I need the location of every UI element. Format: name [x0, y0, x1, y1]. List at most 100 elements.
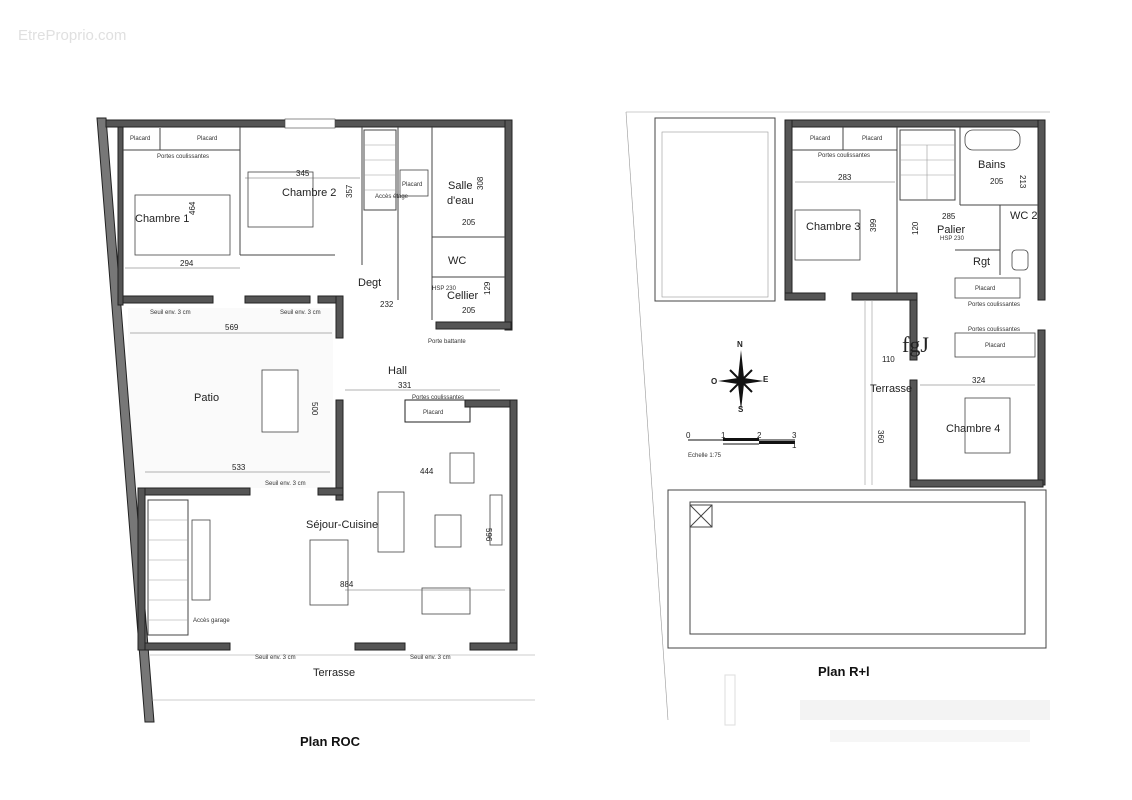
scale-tick: 3 — [792, 431, 797, 440]
note-placard: Placard — [130, 136, 150, 142]
scale-tick: 1 — [721, 431, 726, 440]
plan-title-roc: Plan ROC — [300, 734, 361, 749]
wall — [137, 487, 251, 496]
note-portes-coulissantes: Portes coulissantes — [968, 327, 1020, 333]
plan-r1: Chambre 3 Chambre 4 Bains WC 2 Palier Rg… — [625, 111, 1050, 742]
scale-bar: 0 1 2 3 1 Echelle 1:75 — [686, 431, 797, 459]
wall — [909, 379, 918, 486]
bed — [794, 209, 861, 261]
furniture-roc — [134, 171, 503, 615]
toilet — [1011, 249, 1029, 271]
room-label-hall: Hall — [388, 365, 407, 377]
dimension: 110 — [882, 355, 895, 364]
window — [284, 118, 336, 129]
roof-void — [654, 117, 776, 302]
room-label-salle-eau: Salle — [448, 180, 472, 192]
scale-label: Echelle 1:75 — [688, 453, 722, 459]
dimension: 232 — [380, 300, 394, 309]
room-label-salle-eau-2: d'eau — [447, 195, 474, 207]
patio-paving — [128, 308, 333, 488]
placard-r1-2 — [954, 332, 1036, 358]
compass-rose-icon: N S E O — [711, 340, 769, 414]
wall-right-lower — [509, 399, 518, 651]
dimension: 533 — [232, 463, 246, 472]
wall — [137, 487, 146, 651]
note-portes-coulissantes: Portes coulissantes — [968, 302, 1020, 308]
bed — [964, 397, 1011, 454]
plan-title-r1: Plan R+l — [818, 664, 870, 679]
dimension: 129 — [483, 281, 492, 295]
note-seuil: Seuil env. 3 cm — [410, 655, 451, 661]
dimension: 360 — [876, 430, 885, 444]
staircase-roc — [363, 129, 429, 211]
plan-roc: Chambre 1 Chambre 2 Salle d'eau WC Celli… — [96, 117, 535, 749]
dimension: 205 — [990, 177, 1004, 186]
dimension: 285 — [942, 212, 956, 221]
wall-left-inner — [117, 126, 124, 306]
dimension: 308 — [476, 176, 485, 190]
note-placard: Placard — [810, 136, 830, 142]
wall — [784, 292, 826, 301]
dimension: 331 — [398, 381, 412, 390]
wall — [244, 295, 311, 304]
compass-east: E — [763, 375, 769, 384]
scale-tick: 0 — [686, 431, 691, 440]
placard-r1 — [954, 277, 1021, 299]
room-label-patio: Patio — [194, 392, 219, 404]
note-seuil: Seuil env. 3 cm — [265, 481, 306, 487]
note-placard: Placard — [862, 136, 882, 142]
wall — [317, 487, 344, 496]
dimension: 444 — [420, 467, 434, 476]
room-label-cellier: Cellier — [447, 290, 479, 302]
note-seuil: Seuil env. 3 cm — [255, 655, 296, 661]
note-hsp: HSP 230 — [432, 286, 457, 292]
scale-tick: 2 — [757, 431, 762, 440]
skylight — [689, 504, 713, 528]
room-label-bains: Bains — [978, 159, 1006, 171]
logo-fgj: fgJ — [902, 332, 929, 357]
placard-sejour — [404, 399, 471, 423]
staircase-garage — [147, 499, 211, 636]
note-portes-coulissantes: Portes coulissantes — [818, 153, 870, 159]
wall — [354, 642, 406, 651]
dimension: 569 — [225, 323, 239, 332]
wall — [1037, 329, 1046, 486]
note-acces-etage: Accès étage — [375, 194, 409, 200]
bathtub — [964, 129, 1021, 151]
note-portes-coulissantes: Portes coulissantes — [157, 154, 209, 160]
dimension: 464 — [188, 201, 197, 215]
wall — [784, 119, 793, 301]
dimension: 120 — [911, 221, 920, 235]
room-label-terrasse-r1: Terrasse — [870, 383, 912, 395]
wall — [909, 299, 918, 361]
room-label-sejour-cuisine: Séjour-Cuisine — [306, 519, 378, 531]
wall — [122, 295, 214, 304]
staircase-r1 — [899, 129, 956, 201]
wall — [144, 642, 231, 651]
wall — [909, 479, 1044, 488]
wall — [335, 295, 344, 339]
note-placard: Placard — [423, 410, 443, 416]
legend-faded-text — [800, 700, 1050, 720]
compass-west: O — [711, 377, 717, 386]
room-label-palier: Palier — [937, 224, 965, 236]
dimension: 213 — [1018, 175, 1027, 189]
watermark: EtreProprio.com — [18, 27, 126, 44]
dimension: 596 — [484, 528, 493, 542]
dimension: 884 — [340, 580, 354, 589]
terrace-lower — [667, 489, 1047, 649]
note-acces-garage: Accès garage — [193, 618, 230, 624]
compass-south: S — [738, 405, 744, 414]
wall — [1037, 119, 1046, 301]
room-label-chambre-4: Chambre 4 — [946, 423, 1000, 435]
room-label-terrasse: Terrasse — [313, 667, 355, 679]
note-seuil: Seuil env. 3 cm — [150, 310, 191, 316]
dimension: 345 — [296, 169, 310, 178]
legend-faded-text — [830, 730, 1030, 742]
note-placard: Placard — [197, 136, 217, 142]
room-label-wc-2: WC 2 — [1010, 210, 1038, 222]
dimension: 205 — [462, 306, 476, 315]
note-hsp: HSP 230 — [940, 236, 965, 242]
room-label-chambre-3: Chambre 3 — [806, 221, 860, 233]
room-label-degt: Degt — [358, 277, 381, 289]
